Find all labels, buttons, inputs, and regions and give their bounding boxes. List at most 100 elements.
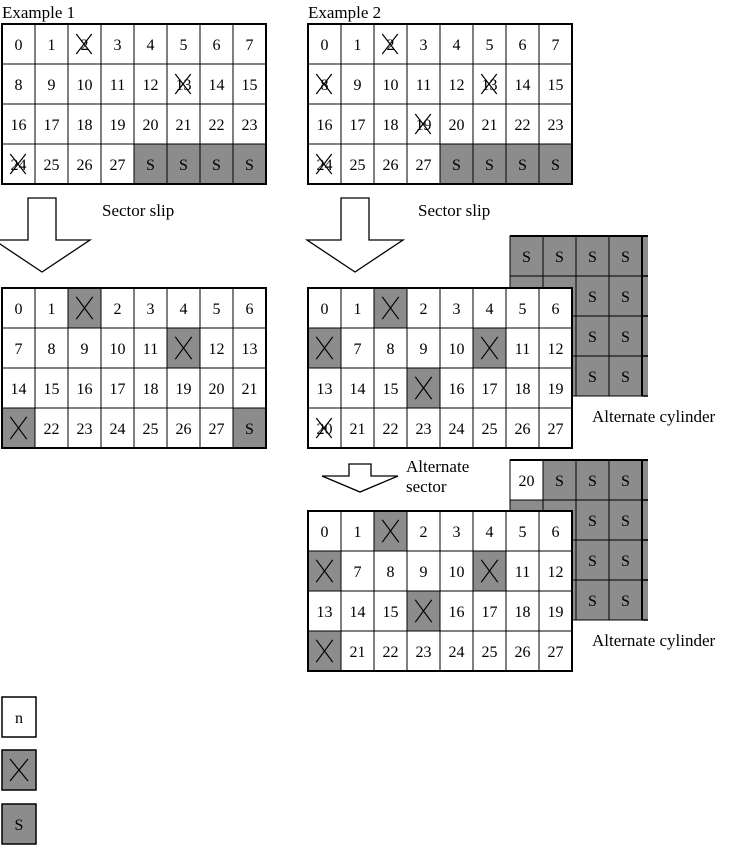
sector-cell: 19 xyxy=(406,103,441,145)
sector-number: 7 xyxy=(354,564,362,581)
sector-number: 14 xyxy=(350,381,366,398)
sector-number: 2 xyxy=(420,301,428,318)
alternate-cylinder-label-2: Alternate cylinder xyxy=(592,631,716,650)
sector-cell: 18 xyxy=(67,103,102,145)
sector-cell: 27 xyxy=(538,407,573,449)
sector-number: 3 xyxy=(147,301,155,318)
sector-cell: 2 xyxy=(406,287,441,329)
sector-number: 19 xyxy=(548,604,564,621)
sector-cell: 27 xyxy=(538,630,573,672)
sector-cell: 3 xyxy=(100,23,135,65)
sector-number: S xyxy=(212,157,221,174)
sector-cell xyxy=(307,550,342,592)
sector-number: S xyxy=(588,329,597,346)
sector-number: 20 xyxy=(519,473,535,490)
alternate-cylinder-label-1: Alternate cylinder xyxy=(592,407,716,426)
sector-cell: 23 xyxy=(538,103,573,145)
sector-number: 25 xyxy=(350,157,366,174)
sector-cell: 16 xyxy=(1,103,36,145)
sector-cell: 6 xyxy=(505,23,540,65)
spare-cell: S xyxy=(542,235,577,277)
sector-cell: 18 xyxy=(133,367,168,409)
sector-cell: 0 xyxy=(1,23,36,65)
sector-cell: 9 xyxy=(34,63,69,105)
sector-cell: 13 xyxy=(307,367,342,409)
sector-number: 17 xyxy=(350,117,366,134)
sector-number: S xyxy=(621,473,630,490)
sector-number: 19 xyxy=(110,117,126,134)
legend-normal: n xyxy=(1,696,37,738)
sector-number: 7 xyxy=(246,37,254,54)
sector-number: S xyxy=(588,249,597,266)
sector-cell: 18 xyxy=(505,367,540,409)
sector-number: 0 xyxy=(15,37,23,54)
sector-cell: 3 xyxy=(439,510,474,552)
sector-number: 8 xyxy=(387,564,395,581)
sector-number: 25 xyxy=(143,421,159,438)
sector-number: S xyxy=(245,421,254,438)
sector-cell: 4 xyxy=(472,287,507,329)
sector-number: S xyxy=(146,157,155,174)
sector-number: 23 xyxy=(416,644,432,661)
sector-cell: 5 xyxy=(199,287,234,329)
sector-cell: 7 xyxy=(1,327,36,369)
sector-number: 3 xyxy=(453,524,461,541)
sector-cell: 10 xyxy=(439,327,474,369)
sector-number: 22 xyxy=(515,117,531,134)
sector-number: 15 xyxy=(383,604,399,621)
sector-cell: 9 xyxy=(406,327,441,369)
sector-cell: S xyxy=(199,143,234,185)
sector-cell: 23 xyxy=(406,630,441,672)
sector-number: 27 xyxy=(209,421,225,438)
sector-number: 26 xyxy=(383,157,399,174)
spare-cell: S xyxy=(575,459,610,501)
sector-cell: 6 xyxy=(538,510,573,552)
sector-cell: 12 xyxy=(439,63,474,105)
sector-number: 26 xyxy=(515,421,531,438)
sector-number: 4 xyxy=(453,37,461,54)
sector-number: S xyxy=(588,473,597,490)
sector-number: 11 xyxy=(143,341,158,358)
sector-cell: 6 xyxy=(199,23,234,65)
sector-cell: 16 xyxy=(439,590,474,632)
sector-number: 0 xyxy=(321,301,329,318)
sector-cell: 6 xyxy=(232,287,267,329)
defect-mark xyxy=(315,559,334,583)
sector-cell: 22 xyxy=(505,103,540,145)
sector-cell: 24 xyxy=(439,407,474,449)
defect-mark xyxy=(480,559,499,583)
sector-cell: 14 xyxy=(340,367,375,409)
sector-cell: 17 xyxy=(100,367,135,409)
defect-strike xyxy=(315,417,333,439)
sector-cell: 17 xyxy=(472,590,507,632)
sector-cell: 14 xyxy=(1,367,36,409)
sector-number: 11 xyxy=(110,77,125,94)
defect-strike xyxy=(381,33,399,55)
sector-number: 8 xyxy=(387,341,395,358)
sector-number: 26 xyxy=(176,421,192,438)
defect-strike xyxy=(480,73,498,95)
sector-cell: 3 xyxy=(133,287,168,329)
sector-number: 9 xyxy=(81,341,89,358)
sector-slip-label-2: Sector slip xyxy=(418,201,490,220)
sector-cell: 21 xyxy=(232,367,267,409)
sector-number: 21 xyxy=(350,644,366,661)
alternate-sector-label-line1: Alternate xyxy=(406,457,469,476)
defect-mark xyxy=(315,336,334,360)
spare-cell: S xyxy=(542,459,577,501)
sector-cell: 19 xyxy=(166,367,201,409)
sector-number: 16 xyxy=(77,381,93,398)
sector-cell: 4 xyxy=(439,23,474,65)
sector-number: 1 xyxy=(48,301,56,318)
sector-cell: 12 xyxy=(538,327,573,369)
sector-cell: 26 xyxy=(505,630,540,672)
sector-cell: 15 xyxy=(232,63,267,105)
sector-cell: 14 xyxy=(505,63,540,105)
sector-number: 9 xyxy=(48,77,56,94)
sector-number: 17 xyxy=(482,381,498,398)
sector-number: 6 xyxy=(519,37,527,54)
sector-number: 10 xyxy=(110,341,126,358)
sector-cell: S xyxy=(505,143,540,185)
sector-cell: 4 xyxy=(472,510,507,552)
